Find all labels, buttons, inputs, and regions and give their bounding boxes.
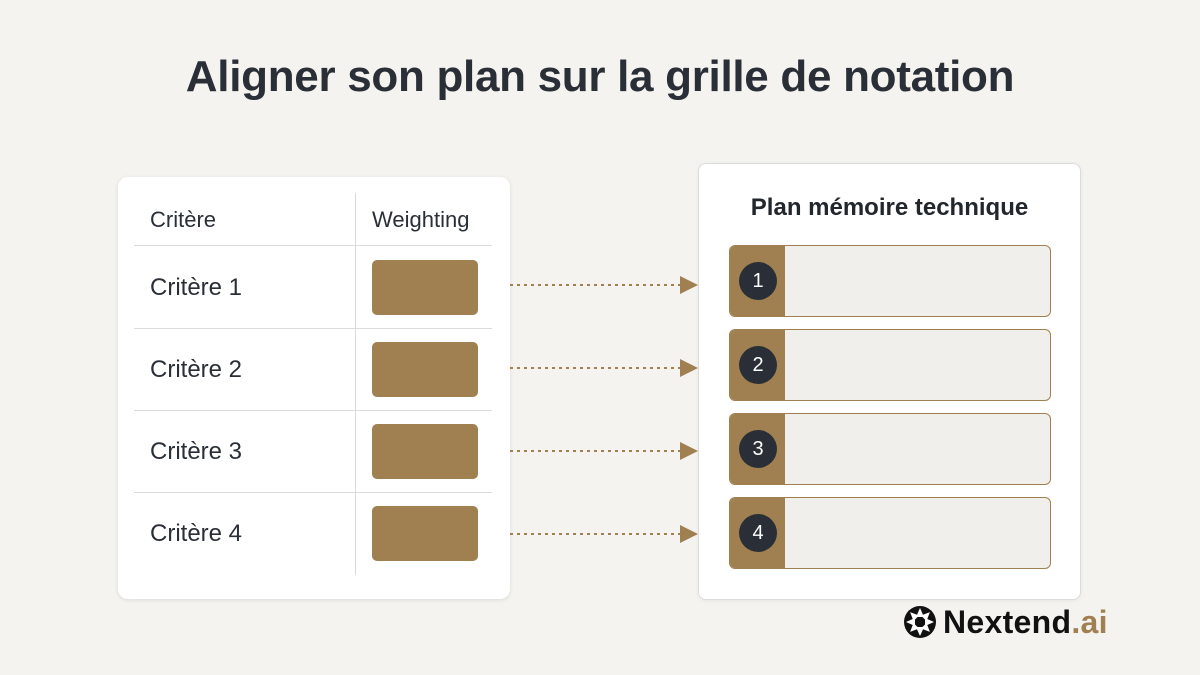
plan-section-1: 1 [729, 245, 1051, 317]
plan-card: Plan mémoire technique 1 2 3 4 [698, 163, 1081, 600]
criteria-label: Critère 2 [150, 356, 243, 383]
criteria-label: Critère 1 [150, 274, 243, 301]
column-divider [355, 193, 356, 575]
plan-title: Plan mémoire technique [750, 194, 1029, 221]
weighting-block [372, 506, 478, 561]
arrow-4 [510, 525, 698, 543]
table-header-row: Critère Weighting [134, 193, 492, 246]
brand-name: Nextend [943, 603, 1072, 640]
number-badge: 1 [739, 262, 777, 300]
plan-section-3: 3 [729, 413, 1051, 485]
criteria-row-2: Critère 2 [134, 328, 492, 411]
criteria-table-card: Critère Weighting Critère 1 Critère 2 Cr… [118, 177, 510, 599]
criteria-row-1: Critère 1 [134, 246, 492, 329]
plan-section-4: 4 [729, 497, 1051, 569]
page-title: Aligner son plan sur la grille de notati… [185, 52, 1015, 101]
header-weighting: Weighting [372, 207, 470, 232]
aperture-logo-icon [904, 606, 936, 638]
header-criteria: Critère [150, 207, 217, 232]
arrow-1 [510, 276, 698, 294]
number-badge: 4 [739, 514, 777, 552]
criteria-row-4: Critère 4 [134, 492, 492, 574]
brand-suffix: .ai [1071, 603, 1108, 640]
number-badge: 3 [739, 430, 777, 468]
number-badge: 2 [739, 346, 777, 384]
criteria-label: Critère 3 [150, 438, 243, 465]
arrow-3 [510, 442, 698, 460]
plan-section-2: 2 [729, 329, 1051, 401]
criteria-label: Critère 4 [150, 520, 243, 547]
brand-logo: Nextend.ai [903, 602, 1108, 642]
weighting-block [372, 342, 478, 397]
weighting-block [372, 260, 478, 315]
weighting-block [372, 424, 478, 479]
criteria-row-3: Critère 3 [134, 410, 492, 493]
arrow-2 [510, 359, 698, 377]
